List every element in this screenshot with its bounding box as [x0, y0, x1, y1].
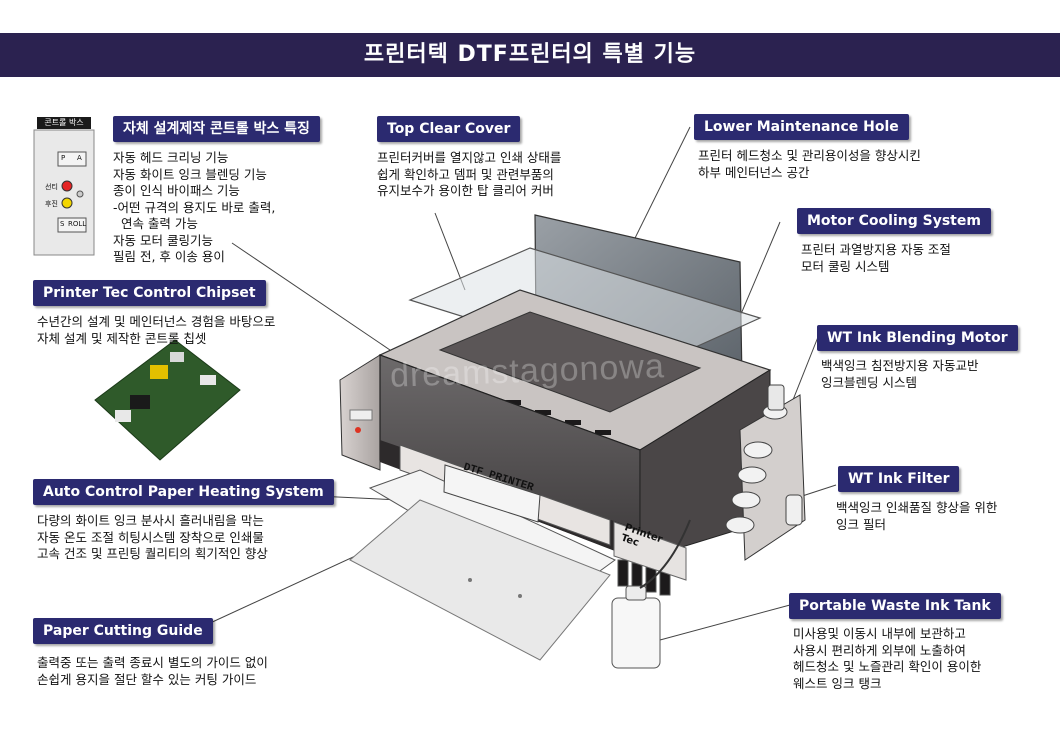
feature-heating-text: 다량의 화이트 잉크 분사시 흘러내림을 막는 자동 온도 조절 히팅시스템 장…: [37, 513, 268, 561]
feature-filter-text: 백색잉크 인쇄품질 향상을 위한 잉크 필터: [836, 500, 998, 532]
control-box-led-label-top: 선티: [45, 183, 58, 191]
control-box-s-key: S: [60, 220, 65, 228]
feature-motor-cooling-text: 프린터 과열방지용 자동 조절 모터 쿨링 시스템: [801, 242, 951, 274]
control-box-label: 콘트롤 박스: [37, 117, 91, 129]
dtf-label-plate: [443, 464, 541, 523]
feature-cover-text: 프린터커버를 열지않고 인쇄 상태를 쉽게 확인하고 뎀퍼 및 관련부품의 유지…: [377, 150, 562, 198]
feature-blending-text: 백색잉크 침전방지용 자동교반 잉크블렌딩 시스템: [821, 358, 979, 390]
feature-blending-title: WT Ink Blending Motor: [817, 325, 1018, 351]
feature-control-box-text: 자동 헤드 크리닝 기능 자동 화이트 잉크 블렌딩 기능 종이 인식 바이패스…: [113, 150, 276, 264]
feature-maintenance-title: Lower Maintenance Hole: [694, 114, 909, 140]
feature-chipset-title: Printer Tec Control Chipset: [33, 280, 266, 306]
feature-maintenance-text: 프린터 헤드청소 및 관리용이성을 향상시킨 하부 메인터넌스 공간: [698, 148, 921, 180]
feature-waste-title: Portable Waste Ink Tank: [789, 593, 1001, 619]
page-title: 프린터텍 DTF프린터의 특별 기능: [0, 33, 1060, 77]
feature-motor-cooling-title: Motor Cooling System: [797, 208, 991, 234]
feature-heating-title: Auto Control Paper Heating System: [33, 479, 334, 505]
control-box-led-label-bottom: 후진: [45, 200, 58, 208]
feature-control-box-title: 자체 설계제작 콘트롤 박스 특징: [113, 116, 320, 142]
waste-ink-tank: [611, 597, 661, 669]
control-box-a-key: A: [77, 154, 82, 162]
feature-filter-title: WT Ink Filter: [838, 466, 960, 492]
control-box-p-key: P: [61, 154, 66, 162]
chipset-graphic: [94, 339, 241, 461]
feature-chipset-text: 수년간의 설계 및 메인터넌스 경험을 바탕으로 자체 설계 및 제작한 콘트롤…: [37, 314, 276, 346]
feature-cover-title: Top Clear Cover: [377, 116, 521, 142]
ink-filter: [785, 494, 803, 526]
control-box-graphic: [33, 129, 95, 256]
feature-cutting-text: 출력중 또는 출력 종료시 별도의 가이드 없이 손쉽게 용지을 절단 할수 있…: [37, 655, 268, 687]
feature-waste-text: 미사용및 이동시 내부에 보관하고 사용시 편리하게 외부에 노출하여 헤드청소…: [793, 626, 982, 691]
control-box-roll-key: ROLL: [68, 220, 87, 228]
printer-inner-slot: [438, 311, 702, 413]
feature-cutting-title: Paper Cutting Guide: [33, 618, 213, 644]
paper-cutting-guide-tray: [349, 499, 611, 661]
